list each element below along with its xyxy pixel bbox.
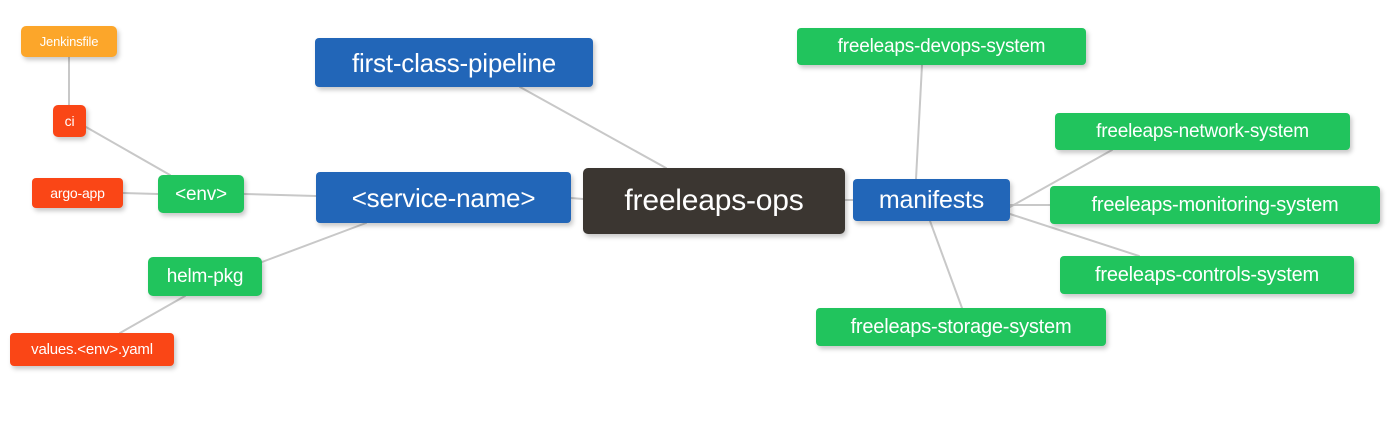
- node-freeleaps-network-system[interactable]: freeleaps-network-system: [1055, 113, 1350, 150]
- node-freeleaps-storage-system[interactable]: freeleaps-storage-system: [816, 308, 1106, 346]
- node-label-env: <env>: [175, 183, 227, 205]
- edge-argo-app-to-env: [122, 192, 159, 195]
- node-freeleaps-monitoring-system[interactable]: freeleaps-monitoring-system: [1050, 186, 1380, 224]
- node-label-freeleaps-devops-system: freeleaps-devops-system: [837, 36, 1046, 57]
- node-helm-pkg[interactable]: helm-pkg: [148, 257, 262, 296]
- node-argo-app[interactable]: argo-app: [32, 178, 123, 208]
- node-label-values-yaml: values.<env>.yaml: [31, 341, 153, 358]
- edge-ci-to-env: [85, 126, 171, 176]
- edge-service-name-to-freeleaps-ops: [570, 197, 584, 200]
- node-ci[interactable]: ci: [53, 105, 86, 137]
- node-label-freeleaps-storage-system: freeleaps-storage-system: [850, 316, 1072, 338]
- node-label-first-class-pipeline: first-class-pipeline: [351, 47, 557, 78]
- node-label-helm-pkg: helm-pkg: [166, 266, 244, 287]
- node-first-class-pipeline[interactable]: first-class-pipeline: [315, 38, 593, 87]
- node-manifests[interactable]: manifests: [853, 179, 1010, 221]
- node-freeleaps-devops-system[interactable]: freeleaps-devops-system: [797, 28, 1086, 65]
- node-label-freeleaps-controls-system: freeleaps-controls-system: [1095, 264, 1319, 286]
- edge-env-to-service-name: [243, 193, 317, 197]
- edge-values-yaml-to-helm-pkg: [119, 295, 186, 334]
- node-label-jenkinsfile: Jenkinsfile: [39, 34, 99, 49]
- node-label-ci: ci: [64, 113, 75, 129]
- edge-manifests-to-freeleaps-devops-system: [915, 64, 923, 180]
- edge-helm-pkg-to-service-name: [261, 222, 367, 263]
- edge-manifests-to-freeleaps-storage-system: [929, 220, 963, 309]
- node-env[interactable]: <env>: [158, 175, 244, 213]
- node-jenkinsfile[interactable]: Jenkinsfile: [21, 26, 117, 57]
- node-label-argo-app: argo-app: [50, 185, 105, 201]
- node-values-yaml[interactable]: values.<env>.yaml: [10, 333, 174, 366]
- node-label-manifests: manifests: [878, 185, 985, 214]
- node-label-freeleaps-network-system: freeleaps-network-system: [1096, 121, 1309, 142]
- edge-first-class-pipeline-to-freeleaps-ops: [519, 86, 667, 169]
- node-label-freeleaps-ops: freeleaps-ops: [624, 184, 804, 217]
- node-freeleaps-ops[interactable]: freeleaps-ops: [583, 168, 845, 234]
- node-label-service-name: <service-name>: [351, 182, 536, 213]
- node-service-name[interactable]: <service-name>: [316, 172, 571, 223]
- node-label-freeleaps-monitoring-system: freeleaps-monitoring-system: [1091, 194, 1339, 216]
- node-freeleaps-controls-system[interactable]: freeleaps-controls-system: [1060, 256, 1354, 294]
